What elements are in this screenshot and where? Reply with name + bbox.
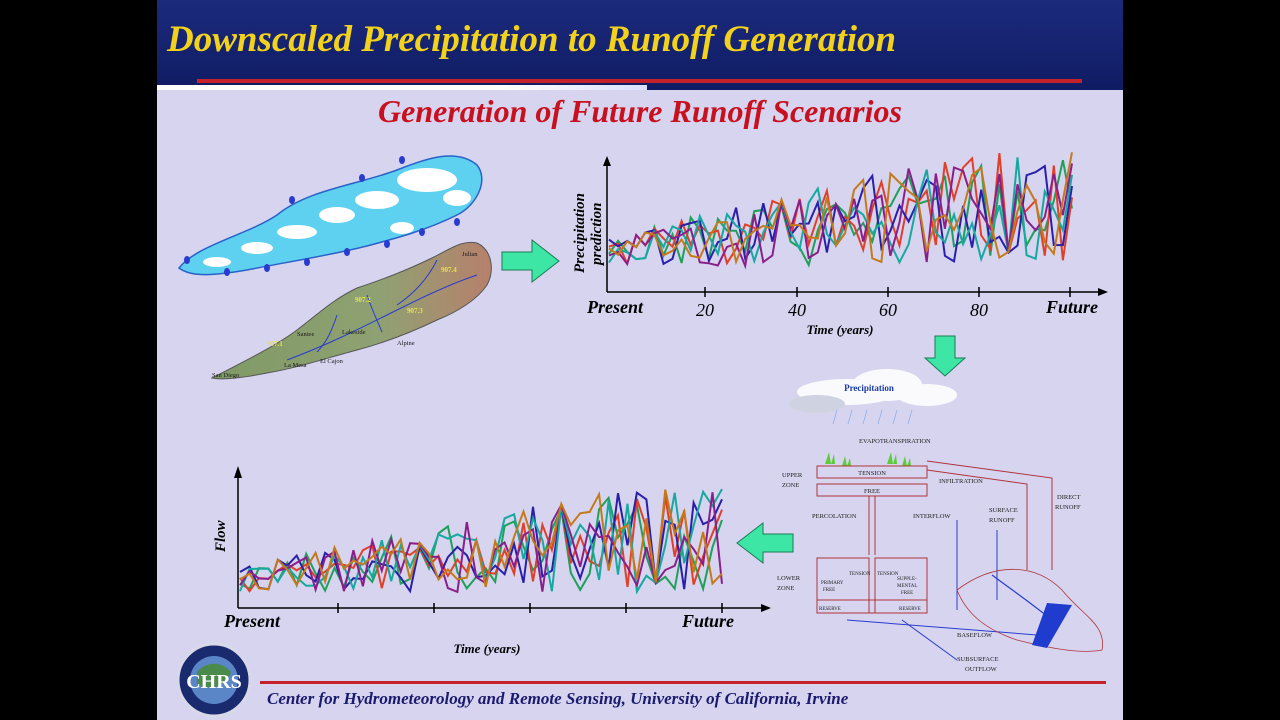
precipitation-chart: Precipitation prediction Present Future …	[572, 152, 1108, 337]
title-underline-white	[157, 85, 647, 90]
map-label-907-2: 907.2	[355, 296, 371, 304]
precip-present-label: Present	[586, 297, 644, 317]
map-label-907-4: 907.4	[441, 266, 457, 274]
precip-ylabel-line1: Precipitation	[572, 193, 588, 273]
precip-series	[608, 152, 1073, 270]
map-label-alpine: Alpine	[397, 340, 415, 347]
hydro-free-upper: FREE	[864, 488, 880, 495]
cloud-cover-image	[177, 155, 483, 276]
hydro-lower-zone-line1: LOWER	[777, 575, 801, 582]
hydro-lower-zone-line2: ZONE	[777, 585, 794, 592]
hydro-supplemental-line3: FREE	[901, 591, 913, 596]
slide: Downscaled Precipitation to Runoff Gener…	[157, 0, 1123, 720]
map-label-el-cajon: El Cajon	[320, 358, 344, 365]
map-label-julian: Julian	[462, 251, 478, 258]
flow-paths	[846, 520, 1038, 661]
arrow-right-icon	[501, 238, 560, 284]
hydro-reserve-right: RESERVE	[899, 607, 921, 612]
plant-icon	[825, 452, 911, 466]
precip-series-line-5	[608, 163, 1073, 270]
hydro-infiltration: INFILTRATION	[939, 478, 983, 485]
map-label-santee: Santee	[297, 331, 314, 338]
precip-series-line-6	[608, 152, 1073, 266]
precip-ylabel-line2: prediction	[589, 203, 605, 268]
hydro-upper-zone-line2: ZONE	[782, 482, 799, 489]
footer-text: Center for Hydrometeorology and Remote S…	[267, 689, 849, 708]
hydro-subsurface-line1: SUBSURFACE	[957, 656, 998, 663]
flow-ylabel: Flow	[213, 519, 229, 553]
hydro-tension-upper: TENSION	[858, 470, 886, 477]
map-label-san-diego: San Diego	[212, 372, 239, 379]
hydro-reserve-left: RESERVE	[819, 607, 841, 612]
precip-xlabel: Time (years)	[806, 322, 873, 337]
flow-xlabel: Time (years)	[453, 641, 520, 656]
precip-ticks	[704, 287, 1071, 297]
precip-tick-label-40: 40	[788, 300, 806, 320]
hydro-primary-free-line2: FREE	[823, 588, 835, 593]
flow-series-line-5	[239, 492, 723, 594]
slide-title: Downscaled Precipitation to Runoff Gener…	[167, 19, 897, 60]
map-label-907-3: 907.3	[407, 307, 423, 315]
hydro-supplemental-line1: SUPPLE-	[897, 577, 917, 582]
hydro-percolation: PERCOLATION	[812, 513, 857, 520]
arrow-down-icon	[923, 335, 967, 377]
map-label-907-1: 907.1	[267, 340, 283, 348]
chrs-logo-text: CHRS	[186, 671, 242, 693]
hydrologic-model-diagram: Precipitation EVAPOTRANSPIRATION TENSION…	[777, 369, 1104, 673]
flow-ticks	[337, 603, 723, 613]
flow-series-line-6	[239, 489, 723, 591]
chrs-logo: CHRS	[176, 642, 252, 718]
hydro-primary-free-line1: PRIMARY	[821, 581, 844, 586]
slide-subtitle: Generation of Future Runoff Scenarios	[378, 93, 902, 129]
basin-outlet-image	[956, 568, 1104, 652]
hydro-direct-runoff-line1: DIRECT	[1057, 494, 1081, 501]
hydro-subsurface-line2: OUTFLOW	[965, 666, 998, 673]
flow-future-label: Future	[681, 611, 734, 631]
cloud-icon	[789, 369, 957, 413]
title-underline-red	[197, 79, 1082, 83]
precip-tick-label-20: 20	[696, 300, 714, 320]
hydro-supplemental-line2: MENTAL	[897, 584, 917, 589]
diagram-canvas: 907.4 907.2 907.3 907.1 Julian Santee La…	[176, 152, 1108, 718]
precip-tick-label-60: 60	[879, 300, 897, 320]
precip-future-label: Future	[1045, 297, 1098, 317]
hydro-baseflow: BASEFLOW	[957, 632, 993, 639]
hydro-surface-runoff-line2: RUNOFF	[989, 517, 1015, 524]
hydro-evapotranspiration: EVAPOTRANSPIRATION	[859, 438, 931, 445]
hydro-upper-zone-line1: UPPER	[782, 472, 803, 479]
flow-chart: Flow Present Future Time (years)	[213, 466, 771, 656]
map-label-la-mesa: La Mesa	[284, 362, 307, 369]
precip-tick-label-80: 80	[970, 300, 988, 320]
flow-present-label: Present	[223, 611, 281, 631]
arrow-left-icon	[736, 521, 794, 565]
hydro-surface-runoff-line1: SURFACE	[989, 507, 1018, 514]
map-label-lakeside: Lakeside	[342, 329, 366, 336]
hydro-interflow: INTERFLOW	[913, 513, 951, 520]
watershed-map: 907.4 907.2 907.3 907.1 Julian Santee La…	[210, 241, 492, 380]
rain-icon	[832, 409, 913, 425]
hydro-tension-lower-left: TENSION	[849, 572, 871, 577]
precip-series-line-4	[608, 157, 1073, 265]
hydro-precipitation-label: Precipitation	[844, 383, 894, 393]
footer-divider	[260, 681, 1106, 684]
hydro-direct-runoff-line2: RUNOFF	[1055, 504, 1081, 511]
hydro-tension-lower-right: TENSION	[877, 572, 899, 577]
flow-series	[239, 488, 723, 595]
title-bar: Downscaled Precipitation to Runoff Gener…	[157, 0, 1123, 90]
